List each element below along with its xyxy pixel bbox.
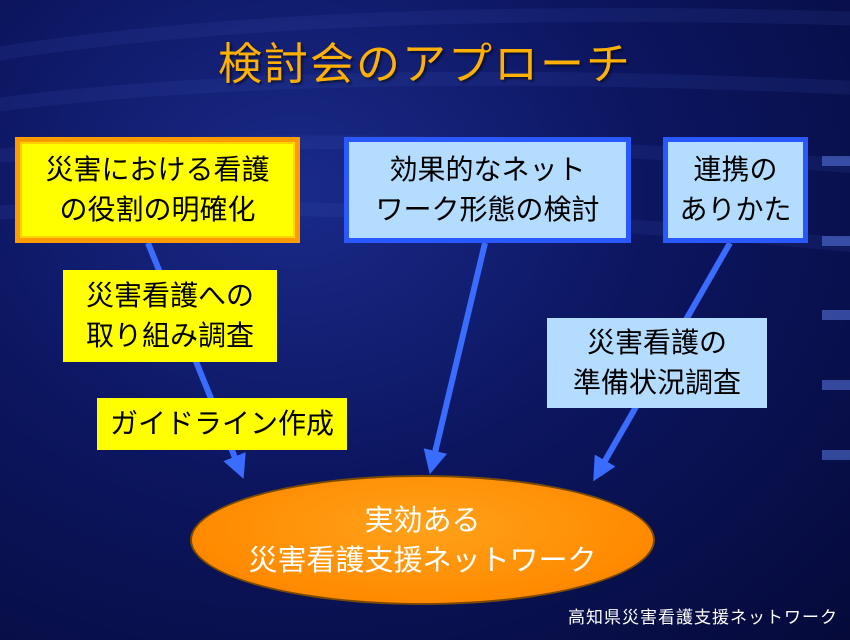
activity-box-guideline: ガイドライン作成 — [97, 398, 347, 450]
activity-box-preparedness: 災害看護の 準備状況調査 — [547, 318, 767, 408]
slide-title: 検討会のアプローチ — [218, 39, 632, 90]
decor-dash — [822, 310, 850, 320]
decor-arc — [0, 8, 850, 61]
goal-box-nursing-role: 災害における看護 の役割の明確化 — [15, 137, 300, 243]
activity-box-line: 準備状況調査 — [572, 366, 741, 399]
decor-dash — [822, 236, 850, 246]
footer-organization: 高知県災害看護支援ネットワーク — [568, 608, 838, 628]
decor-dash — [822, 450, 850, 460]
activity-box-line: ガイドライン作成 — [109, 407, 334, 440]
activity-box-line: 災害看護への — [85, 279, 254, 312]
decor-arc — [0, 71, 850, 112]
decor-dash — [822, 380, 850, 390]
target-line: 災害看護支援ネットワーク — [248, 543, 597, 577]
activity-box-survey: 災害看護への 取り組み調査 — [63, 270, 277, 362]
activity-box-line: 災害看護の — [586, 326, 727, 359]
arrow-center — [423, 242, 488, 475]
activity-box-line: 取り組み調査 — [85, 319, 254, 352]
target-line: 実効ある — [364, 503, 481, 537]
decor-dash — [822, 156, 850, 166]
target-ellipse: 実効ある 災害看護支援ネットワーク — [190, 475, 655, 605]
goal-box-cooperation: 連携の ありかた — [663, 137, 808, 243]
goal-box-line: 災害における看護 — [45, 153, 270, 186]
goal-box-line: ワーク形態の検討 — [375, 193, 600, 226]
goal-box-line: 連携の — [693, 153, 778, 186]
goal-box-network-form: 効果的なネット ワーク形態の検討 — [344, 137, 631, 243]
goal-box-line: 効果的なネット — [389, 153, 586, 186]
goal-box-line: の役割の明確化 — [59, 193, 256, 226]
goal-box-line: ありかた — [679, 193, 792, 226]
